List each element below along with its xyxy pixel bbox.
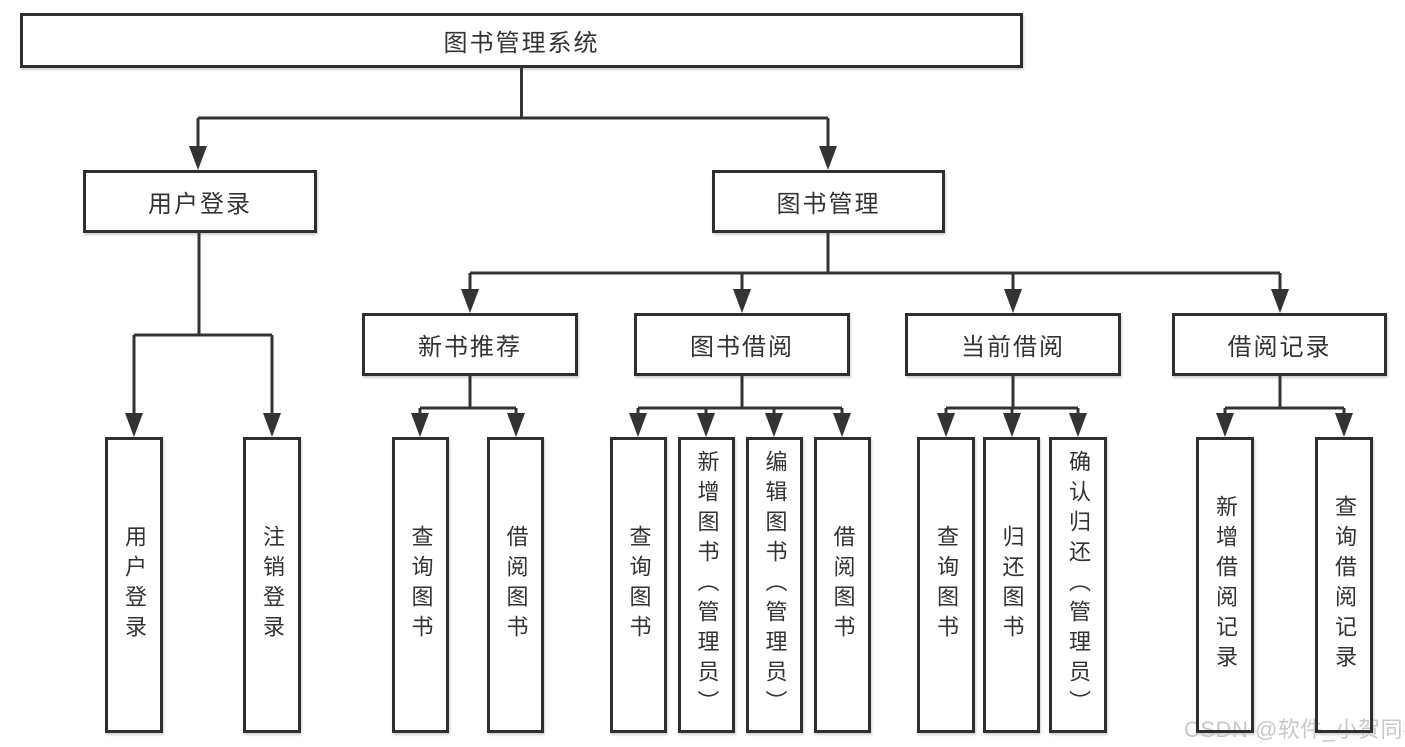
node-borrowing-records-label: 借阅记录 <box>1227 334 1332 361</box>
arrowhead <box>1069 413 1087 437</box>
arrowhead <box>125 413 143 437</box>
arrowhead <box>507 413 525 437</box>
arrowhead <box>1271 289 1289 313</box>
node-library-system: 图书管理系统 <box>20 13 1023 68</box>
node-book-management: 图书管理 <box>712 170 945 233</box>
connector-borrowing-children <box>636 376 844 416</box>
node-logout-leaf: 注销登录 <box>243 437 301 733</box>
arrowhead <box>1216 413 1234 437</box>
node-book-management-label: 图书管理 <box>776 191 881 218</box>
arrowhead <box>1004 289 1022 313</box>
arrowhead <box>461 289 479 313</box>
node-query-books-under-borrowing: 查询图书 <box>610 437 667 733</box>
node-borrowing-records: 借阅记录 <box>1172 313 1387 376</box>
leaf-label: 查询图书 <box>626 525 652 645</box>
connector-current-children <box>944 376 1080 416</box>
arrowhead <box>733 289 751 313</box>
arrowhead <box>1335 413 1353 437</box>
arrowhead <box>937 413 955 437</box>
node-new-book-recommendation: 新书推荐 <box>362 313 578 376</box>
arrowhead <box>629 413 647 437</box>
arrowheads <box>125 146 1353 437</box>
node-user-login-leaf: 用户登录 <box>105 437 163 733</box>
leaf-label: 查询图书 <box>934 525 959 645</box>
node-add-borrow-record: 新增借阅记录 <box>1196 437 1254 733</box>
leaf-label: 归还图书 <box>999 525 1025 645</box>
node-current-borrowing: 当前借阅 <box>905 313 1121 376</box>
node-new-book-recommendation-label: 新书推荐 <box>418 334 522 361</box>
leaf-label: 查询图书 <box>408 525 434 645</box>
arrowhead <box>1003 413 1021 437</box>
node-user-login-label: 用户登录 <box>148 191 252 218</box>
leaf-label: 确认归还（管理员） <box>1066 450 1091 720</box>
node-query-borrow-record: 查询借阅记录 <box>1315 437 1373 733</box>
node-user-login: 用户登录 <box>83 170 317 233</box>
arrowhead <box>819 146 837 170</box>
arrowhead <box>189 146 207 170</box>
node-query-books-under-current: 查询图书 <box>917 437 975 733</box>
connector-new-book-children <box>418 376 518 416</box>
leaf-label: 新增图书（管理员） <box>694 450 720 720</box>
arrowhead <box>411 413 429 437</box>
leaf-label: 借阅图书 <box>830 525 856 645</box>
node-edit-books-admin: 编辑图书（管理员） <box>746 437 803 733</box>
node-library-system-label: 图书管理系统 <box>443 30 600 57</box>
node-book-borrowing-label: 图书借阅 <box>690 334 794 361</box>
leaf-label: 注销登录 <box>260 525 285 645</box>
leaf-label: 新增借阅记录 <box>1213 495 1238 675</box>
connector-user-login-children <box>132 233 274 416</box>
connector-book-mgmt-children <box>468 233 1282 292</box>
leaf-label: 借阅图书 <box>503 525 529 645</box>
csdn-watermark: CSDN @软件_小贺同学 <box>1184 717 1405 742</box>
node-borrow-books-under-borrowing: 借阅图书 <box>814 437 871 733</box>
connector-root-to-level2 <box>196 68 830 149</box>
arrowhead <box>263 413 281 437</box>
connector-records-children <box>1223 376 1346 416</box>
node-borrow-books-under-new-book: 借阅图书 <box>487 437 544 733</box>
node-book-borrowing: 图书借阅 <box>634 313 850 376</box>
leaf-label: 编辑图书（管理员） <box>762 450 788 720</box>
node-current-borrowing-label: 当前借阅 <box>961 334 1065 361</box>
arrowhead <box>833 413 851 437</box>
node-return-books: 归还图书 <box>983 437 1040 733</box>
node-query-books-under-new-book: 查询图书 <box>392 437 449 733</box>
arrowhead <box>697 413 715 437</box>
leaf-label: 用户登录 <box>122 525 147 645</box>
node-confirm-return-admin: 确认归还（管理员） <box>1049 437 1107 733</box>
node-add-books-admin: 新增图书（管理员） <box>678 437 735 733</box>
leaf-label: 查询借阅记录 <box>1332 495 1357 675</box>
arrowhead <box>765 413 783 437</box>
